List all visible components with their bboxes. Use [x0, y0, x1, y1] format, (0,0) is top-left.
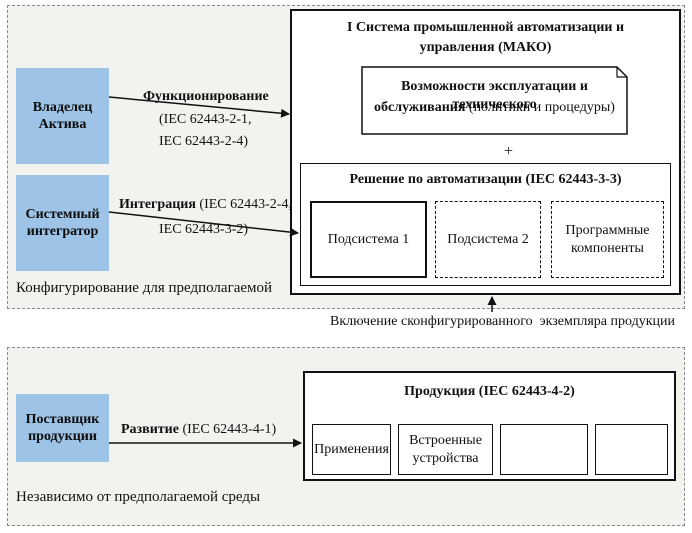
embedded-devices-line1: Встроенные	[409, 432, 482, 448]
inclusion-caption: Включение сконфигурированного экземпляра…	[330, 314, 675, 329]
automation-solution-title: Решение по автоматизации (IEC 62443-3-3)	[349, 172, 622, 187]
operation-label: Функционирование	[143, 89, 269, 104]
bottom-panel-caption: Независимо от предполагаемой среды	[16, 489, 261, 505]
product-supplier-label: Поставщик продукции	[25, 412, 100, 444]
integration-label-line1: Интеграция (IEC 62443-2-4,	[119, 196, 292, 214]
ops-capabilities-line1: Возможности эксплуатации и технического	[401, 79, 588, 112]
software-components-line2: компоненты	[571, 240, 644, 256]
ops-capabilities-line2: обслуживания (политики и процедуры)	[362, 99, 627, 117]
subsystem-2-label: Подсистема 2	[447, 231, 529, 247]
iacs-title-line1: I Система промышленной автоматизации и	[346, 20, 625, 35]
operation-arrow	[108, 96, 290, 118]
ops-capabilities-bold: обслуживания	[374, 100, 466, 115]
empty-product-box-2	[595, 424, 668, 475]
applications-label: Применения	[314, 441, 389, 457]
empty-product-box-1	[500, 424, 588, 475]
integration-label: Интеграция	[119, 197, 196, 212]
development-label: Развитие	[121, 422, 179, 437]
iacs-title-line2: управления (МАКО)	[419, 40, 552, 55]
applications-box: Применения	[312, 424, 391, 475]
ops-capabilities-rest: (политики и процедуры)	[468, 100, 615, 115]
subsystem-1-box: Подсистема 1	[310, 201, 427, 278]
integration-refs-line2: IEC 62443-3-2)	[159, 222, 249, 237]
embedded-devices-box: Встроенные устройства	[398, 424, 493, 475]
asset-owner-box: Владелец Актива	[16, 68, 109, 164]
top-panel-caption: Конфигурирование для предполагаемой	[16, 280, 273, 296]
system-integrator-box: Системный интегратор	[16, 175, 109, 271]
subsystem-2-box: Подсистема 2	[435, 201, 541, 278]
system-integrator-label: Системный интегратор	[25, 207, 100, 239]
product-supplier-box: Поставщик продукции	[16, 394, 109, 462]
operation-refs-line2: IEC 62443-2-4)	[159, 134, 249, 149]
embedded-devices-line2: устройства	[412, 450, 479, 466]
operation-refs-line1: (IEC 62443-2-1,	[159, 112, 252, 127]
integration-refs-line1: (IEC 62443-2-4,	[199, 197, 292, 212]
development-refs: (IEC 62443-4-1)	[182, 422, 277, 437]
development-line: Развитие (IEC 62443-4-1)	[121, 421, 276, 439]
software-components-line1: Программные	[565, 222, 650, 238]
integration-arrow	[108, 211, 299, 237]
products-title: Продукция (IEC 62443-4-2)	[404, 384, 575, 399]
asset-owner-label: Владелец Актива	[32, 100, 93, 132]
software-components-box: Программные компоненты	[551, 201, 664, 278]
plus-sign: +	[504, 143, 514, 160]
subsystem-1-label: Подсистема 1	[327, 231, 410, 247]
